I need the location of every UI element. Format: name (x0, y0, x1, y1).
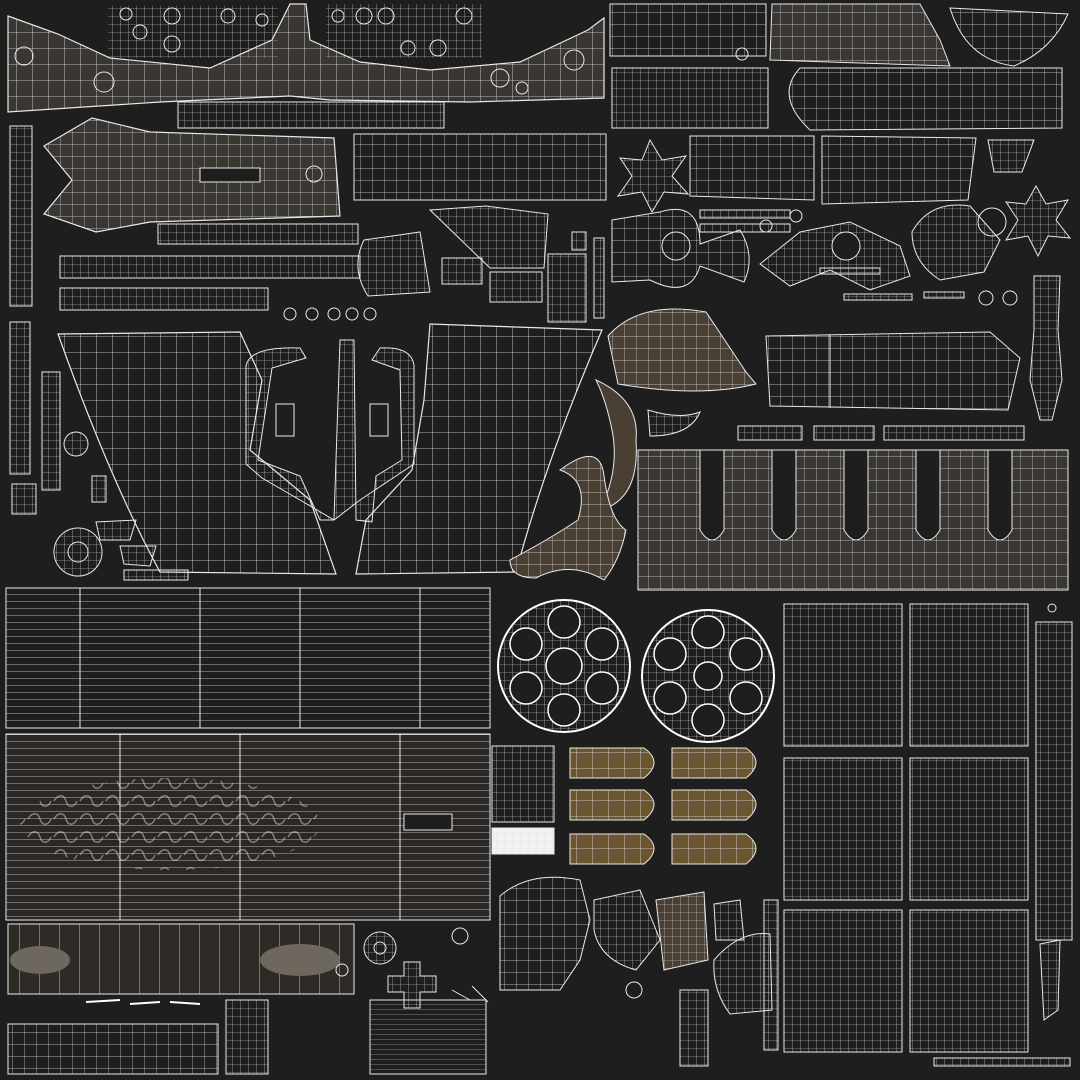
grip-panel-left (57, 331, 337, 575)
right-mid-islands (759, 204, 1018, 306)
cylinder-face-left (497, 599, 631, 733)
ejector-rod-vertical (1029, 275, 1063, 421)
cartridge-stack-small (491, 745, 555, 855)
barrel-panel-lined (5, 587, 491, 729)
strip-c (59, 287, 269, 311)
barrel-long-island (765, 331, 1021, 411)
trigger-guard-island (42, 117, 341, 233)
grip-frame-center (245, 339, 415, 523)
ramrod-vertical (933, 603, 1073, 1067)
cylinder-cap-island (357, 231, 431, 297)
barrel-panel-short (7, 923, 355, 995)
bottom-middle-islands (499, 876, 779, 1067)
bullets-brass (569, 747, 757, 865)
cylinder-pin-assembly (611, 208, 750, 288)
left-column-strips (9, 125, 61, 515)
small-screws-row (283, 307, 377, 321)
strip-a (157, 223, 359, 245)
bottom-left-small-parts (7, 927, 489, 1075)
thin-strips-row-430 (737, 425, 1025, 441)
hammer-strip (353, 133, 607, 201)
strip-b (59, 255, 361, 279)
top-right-panels (609, 3, 1069, 131)
top-barrel-strip (177, 101, 445, 129)
cylinder-flutes-strip (637, 449, 1069, 591)
cylinder-face-right (641, 609, 775, 743)
cylinder-shield-island (607, 308, 757, 392)
hammer-star-gear (616, 138, 1072, 258)
left-small-parts (53, 431, 189, 581)
grip-panel-right (355, 323, 603, 575)
frame-grid-panels (783, 603, 1029, 1053)
small-parts-cluster-top (108, 4, 482, 58)
barrel-panel-engraved (5, 733, 491, 921)
center-small-islands (428, 205, 605, 323)
frame-sideplate-island (7, 3, 605, 113)
hammer-spur-swoosh (509, 378, 701, 581)
